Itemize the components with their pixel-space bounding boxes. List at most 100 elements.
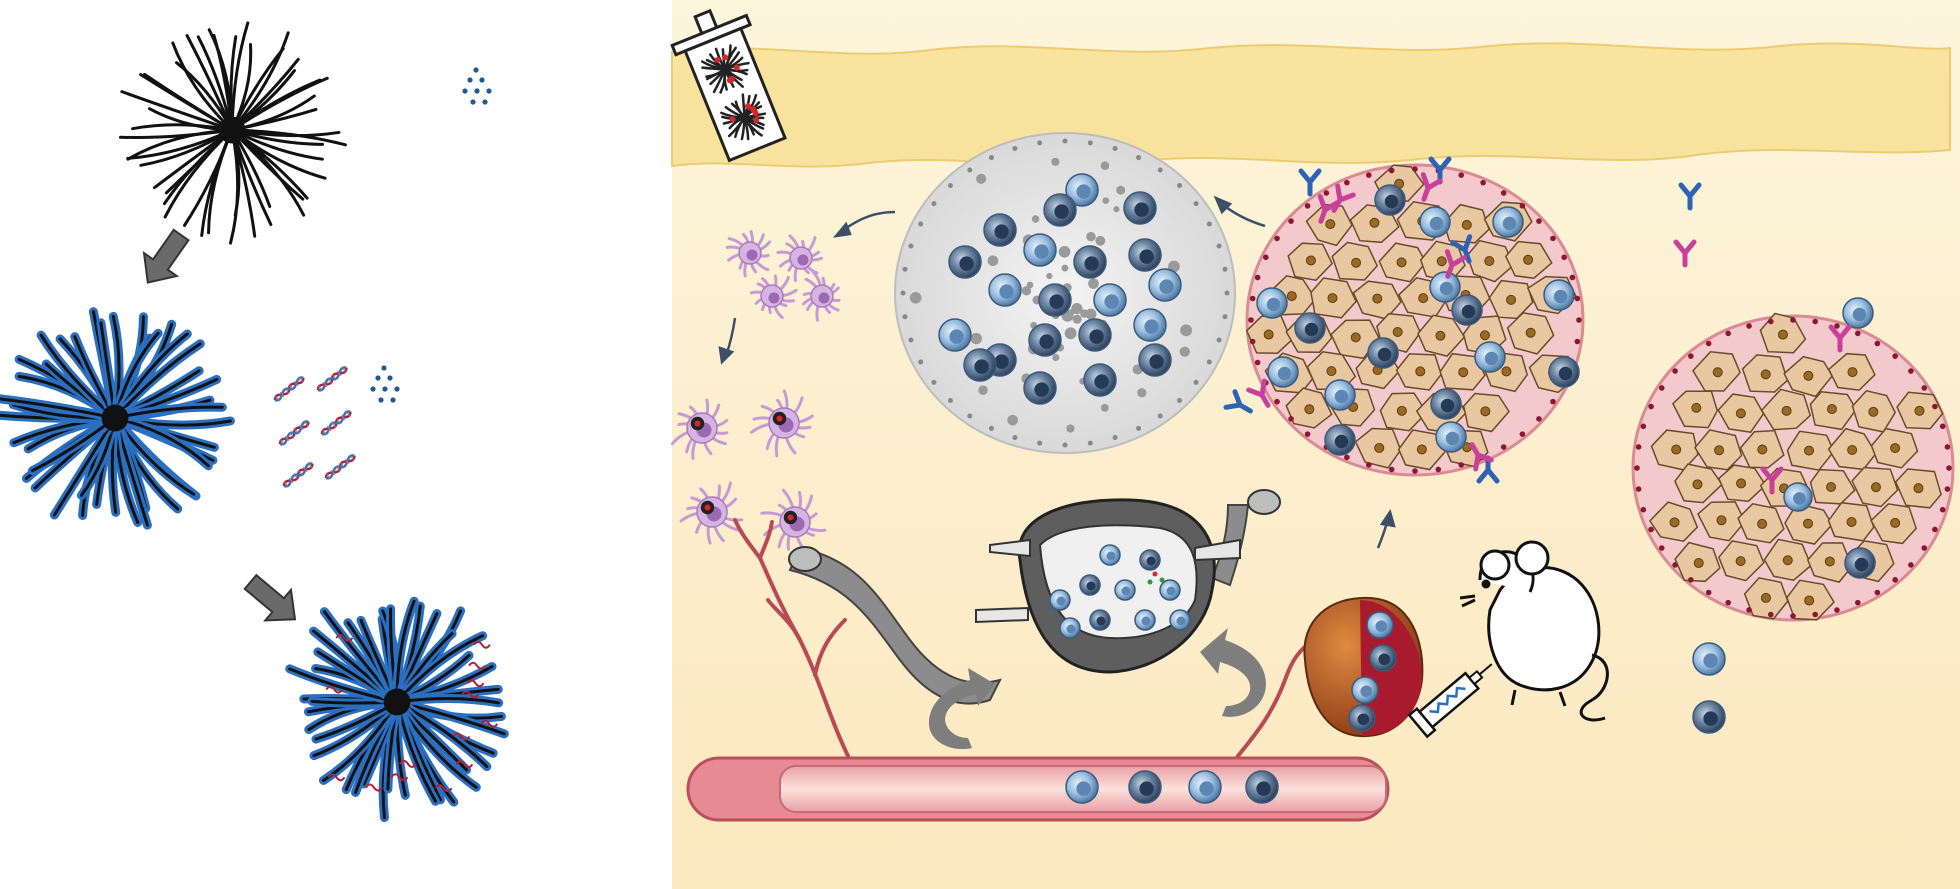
tumor-cell (1462, 392, 1510, 433)
nucleic-acid-strand (273, 376, 305, 402)
antibody (1331, 183, 1356, 213)
t-cells (1692, 642, 1726, 734)
tumor (1631, 297, 1955, 622)
dendritic-cell (760, 488, 827, 551)
activated-t-cell (1844, 547, 1876, 579)
antibody (1760, 466, 1784, 495)
loaded-nanoparticle (285, 596, 509, 823)
dendritic-cell (679, 481, 744, 545)
t-cell (1099, 544, 1121, 566)
activated-t-cell (1078, 318, 1112, 352)
t-cell (1366, 611, 1394, 639)
tumor-cell (1648, 501, 1699, 543)
activated-t-cell (1430, 388, 1462, 420)
activated-t-cell (1038, 283, 1072, 317)
tumor-cell (1692, 351, 1741, 392)
tumor-cell (1717, 393, 1765, 434)
skin-layer (671, 42, 1951, 168)
activated-t-cell (983, 213, 1017, 247)
tumor-cell (1504, 240, 1553, 279)
tumor-cell (1894, 468, 1942, 509)
activated-t-cell (1451, 294, 1483, 326)
t-cell (938, 318, 972, 352)
activated-t-cell (1367, 337, 1399, 369)
small-molecule-dots-2 (370, 365, 400, 403)
t-cell (1093, 283, 1127, 317)
nucleic-acid-strand (324, 454, 356, 480)
antibody (1420, 172, 1443, 202)
activated-t-cell (1548, 356, 1580, 388)
t-cell (1159, 579, 1181, 601)
t-cell (1267, 356, 1299, 388)
tumor-cell (1330, 319, 1380, 360)
dendritic-cell (749, 274, 798, 320)
activated-t-cell (1023, 371, 1057, 405)
tumor-cell (1395, 353, 1443, 391)
t-cell (1049, 589, 1071, 611)
t-cell (1783, 482, 1813, 512)
activated-t-cell (1089, 609, 1111, 631)
tumor-cell (1739, 429, 1785, 469)
activated-t-cell (1369, 644, 1397, 672)
tumor-cell (1741, 354, 1789, 393)
activated-t-cell (1073, 245, 1107, 279)
bare-nanoparticle (118, 21, 347, 245)
synthesis-panel (0, 21, 509, 823)
antibody (1469, 442, 1494, 472)
t-cell (1419, 206, 1451, 238)
activated-t-cell (1043, 193, 1077, 227)
antibody (1678, 182, 1702, 211)
t-cell (1474, 341, 1506, 373)
antibodies (1673, 182, 1702, 268)
t-cell (1188, 770, 1222, 804)
tumor-cell (1718, 540, 1765, 582)
activated-t-cell (1692, 700, 1726, 734)
tumor-cell (1870, 427, 1919, 469)
tumor-cell (1352, 280, 1402, 320)
activated-t-cell (1083, 363, 1117, 397)
tumor-cell (1827, 501, 1875, 542)
tumor-cell (1506, 312, 1555, 355)
tumor-cell (1786, 579, 1835, 621)
antibody (1444, 249, 1467, 279)
tumor-cell (1305, 203, 1353, 247)
t-cell (1543, 279, 1575, 311)
tumor-cell (1763, 538, 1812, 582)
activated-t-cell (1374, 184, 1406, 216)
t-cell (1065, 173, 1099, 207)
nucleic-acid-strand (320, 410, 352, 436)
t-cell (1023, 233, 1057, 267)
activated-t-cell (1079, 574, 1101, 596)
tumor-cell (1784, 502, 1834, 545)
activated-t-cell (1028, 323, 1062, 357)
lymph-node-section (975, 498, 1241, 674)
tumor-cell (1870, 503, 1918, 545)
tumor-cell (1674, 463, 1723, 504)
nucleic-acid-strands (273, 366, 356, 488)
activated-t-cell (1138, 343, 1172, 377)
t-cell (1059, 617, 1081, 639)
activated-t-cell (1139, 549, 1161, 571)
tumor-cell (1671, 390, 1719, 429)
tumor-attacked (1223, 156, 1585, 484)
tumor-cell (1287, 242, 1334, 282)
nucleic-acid-strand (316, 366, 348, 392)
tumor-cell (1827, 427, 1877, 471)
small-molecule-dots-1 (462, 67, 492, 105)
antibody (1828, 324, 1852, 353)
small-syringe (1407, 663, 1493, 739)
blood-vessel (686, 756, 1390, 822)
tumor-cell (1896, 391, 1944, 430)
spleen (1303, 596, 1424, 738)
t-cell (1692, 642, 1726, 676)
activated-t-cell (1324, 424, 1356, 456)
dendritic-cell (670, 398, 729, 460)
tumor-cell (1245, 315, 1293, 354)
t-cell (1133, 308, 1167, 342)
tumor-cell (1806, 542, 1853, 583)
t-cell (1435, 421, 1467, 453)
tumor-cell (1760, 388, 1812, 431)
tumor-cell (1697, 501, 1746, 542)
capillaries (733, 518, 1317, 762)
